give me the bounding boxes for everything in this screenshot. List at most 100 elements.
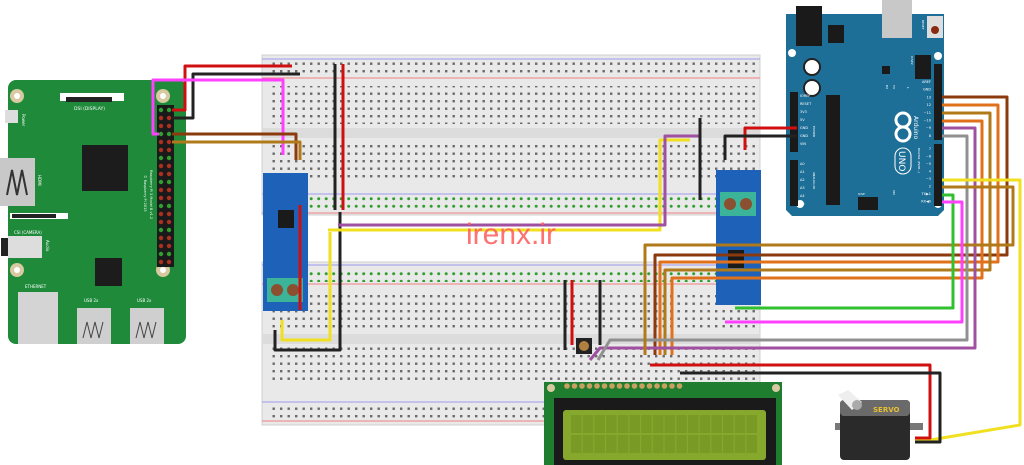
power-header [790, 92, 798, 152]
lcd-character-cell [571, 415, 582, 433]
analog-pin-label: A3 [800, 186, 805, 190]
power-label: Power [21, 114, 26, 126]
gpio-pin [158, 187, 164, 193]
rx-led-label: RX [885, 85, 889, 89]
lcd-pin [579, 383, 585, 389]
black-wire [273, 212, 342, 352]
digital-header-top [934, 64, 942, 140]
digital-header-bottom [934, 144, 942, 206]
soc-chip [82, 145, 128, 191]
gpio-pin [158, 179, 164, 185]
lcd-character-cell [734, 415, 746, 433]
gpio-pin [166, 211, 172, 217]
lcd-character-cell [688, 415, 699, 433]
lcd-character-cell [641, 415, 652, 433]
hdmi-label: HDMI [37, 175, 42, 186]
reset-label: RESET [921, 20, 925, 30]
icsp-label: ICSP [858, 192, 865, 196]
lcd-pin [586, 383, 593, 389]
lcd-pin [676, 383, 683, 389]
gpio-pin [166, 227, 172, 233]
icsp2-header [915, 55, 931, 79]
lcd-pin [624, 383, 630, 389]
gpio-pin [166, 123, 172, 129]
gpio-pin [166, 131, 172, 137]
power-pin-label: 3V3 [800, 110, 807, 114]
lcd-pin [571, 383, 578, 389]
ethernet-label: ETHERNET [25, 284, 47, 289]
lcd-character-cell [688, 435, 699, 453]
usb-b-port [882, 0, 912, 38]
gpio-pin [166, 259, 172, 265]
lcd-character-cell [571, 435, 582, 453]
lcd-character-cell [676, 415, 687, 433]
yellow-wire [328, 138, 690, 232]
lcd-character-cell [606, 415, 617, 433]
gpio-pin [166, 115, 172, 121]
power-pin-label: GND [800, 126, 808, 130]
digital-pin-label: 2 [929, 185, 931, 189]
dc-jack [796, 6, 822, 46]
brown-wire [172, 132, 298, 160]
copyright-label: © Raspberry Pi 2015 [143, 175, 147, 212]
black-wire [680, 371, 942, 444]
lcd-character-cell [676, 435, 687, 453]
lcd-pin [616, 383, 623, 389]
lcd-character-cell [617, 415, 629, 433]
gpio-pin [158, 203, 164, 209]
lcd-character-cell [723, 435, 734, 453]
digital-pin-label: ~5 [926, 162, 931, 166]
lcd-character-cell [606, 435, 617, 453]
red-wire [650, 363, 932, 440]
lcd-character-cell [664, 415, 676, 433]
audio-label: Audio [45, 240, 50, 252]
gpio-pin [158, 147, 164, 153]
digital-pin-label: 12 [927, 103, 931, 107]
gpio-header [157, 105, 174, 267]
gpio-pin [158, 115, 164, 121]
lcd-16x2 [544, 382, 782, 465]
gpio-pin [166, 139, 172, 145]
hdmi-port [0, 158, 35, 206]
tx-led-label: TX [892, 84, 896, 89]
digital-pin-label: 8 [929, 134, 931, 138]
digital-pin-label: 13 [927, 95, 931, 99]
atmega-chip [826, 95, 840, 205]
digital-pin-label: 4 [929, 170, 932, 174]
gray-wire [596, 134, 969, 361]
lcd-character-cell [594, 435, 605, 453]
gpio-pin [166, 203, 172, 209]
gpio-pin [158, 155, 164, 161]
digital-pin-label: RX◀0 [921, 200, 931, 204]
lcd-pin [601, 383, 608, 389]
wires [151, 64, 1022, 444]
on-led-label: ON [892, 190, 896, 195]
lcd-pin [669, 383, 675, 389]
lcd-pin [564, 383, 570, 389]
potentiometer [576, 338, 592, 354]
power-pin-label: GND [800, 134, 808, 138]
lcd-character-cell [699, 435, 711, 453]
gpio-pin [166, 235, 172, 241]
icsp2-label: ICSP2 [910, 56, 914, 65]
ethernet-port [18, 292, 58, 344]
lcd-character-cell [652, 435, 664, 453]
gpio-pin [166, 179, 172, 185]
gpio-pin [166, 195, 172, 201]
lcd-character-cell [711, 435, 722, 453]
gpio-pin [166, 107, 172, 113]
arduino-brand: Arduino [912, 116, 919, 140]
lcd-pin [646, 383, 653, 389]
lcd-character-cell [582, 435, 594, 453]
servo-motor: SERVO [835, 390, 923, 460]
digital-pin-label: GND [923, 88, 931, 92]
lcd-character-cell [617, 435, 629, 453]
lcd-character-cell [711, 415, 722, 433]
tan-wire [663, 111, 992, 355]
lcd-character-cell [629, 435, 640, 453]
lcd-character-cell [629, 415, 640, 433]
yellow-wire [915, 178, 1022, 442]
power-header-label: POWER [812, 126, 816, 137]
gpio-pin [158, 171, 164, 177]
